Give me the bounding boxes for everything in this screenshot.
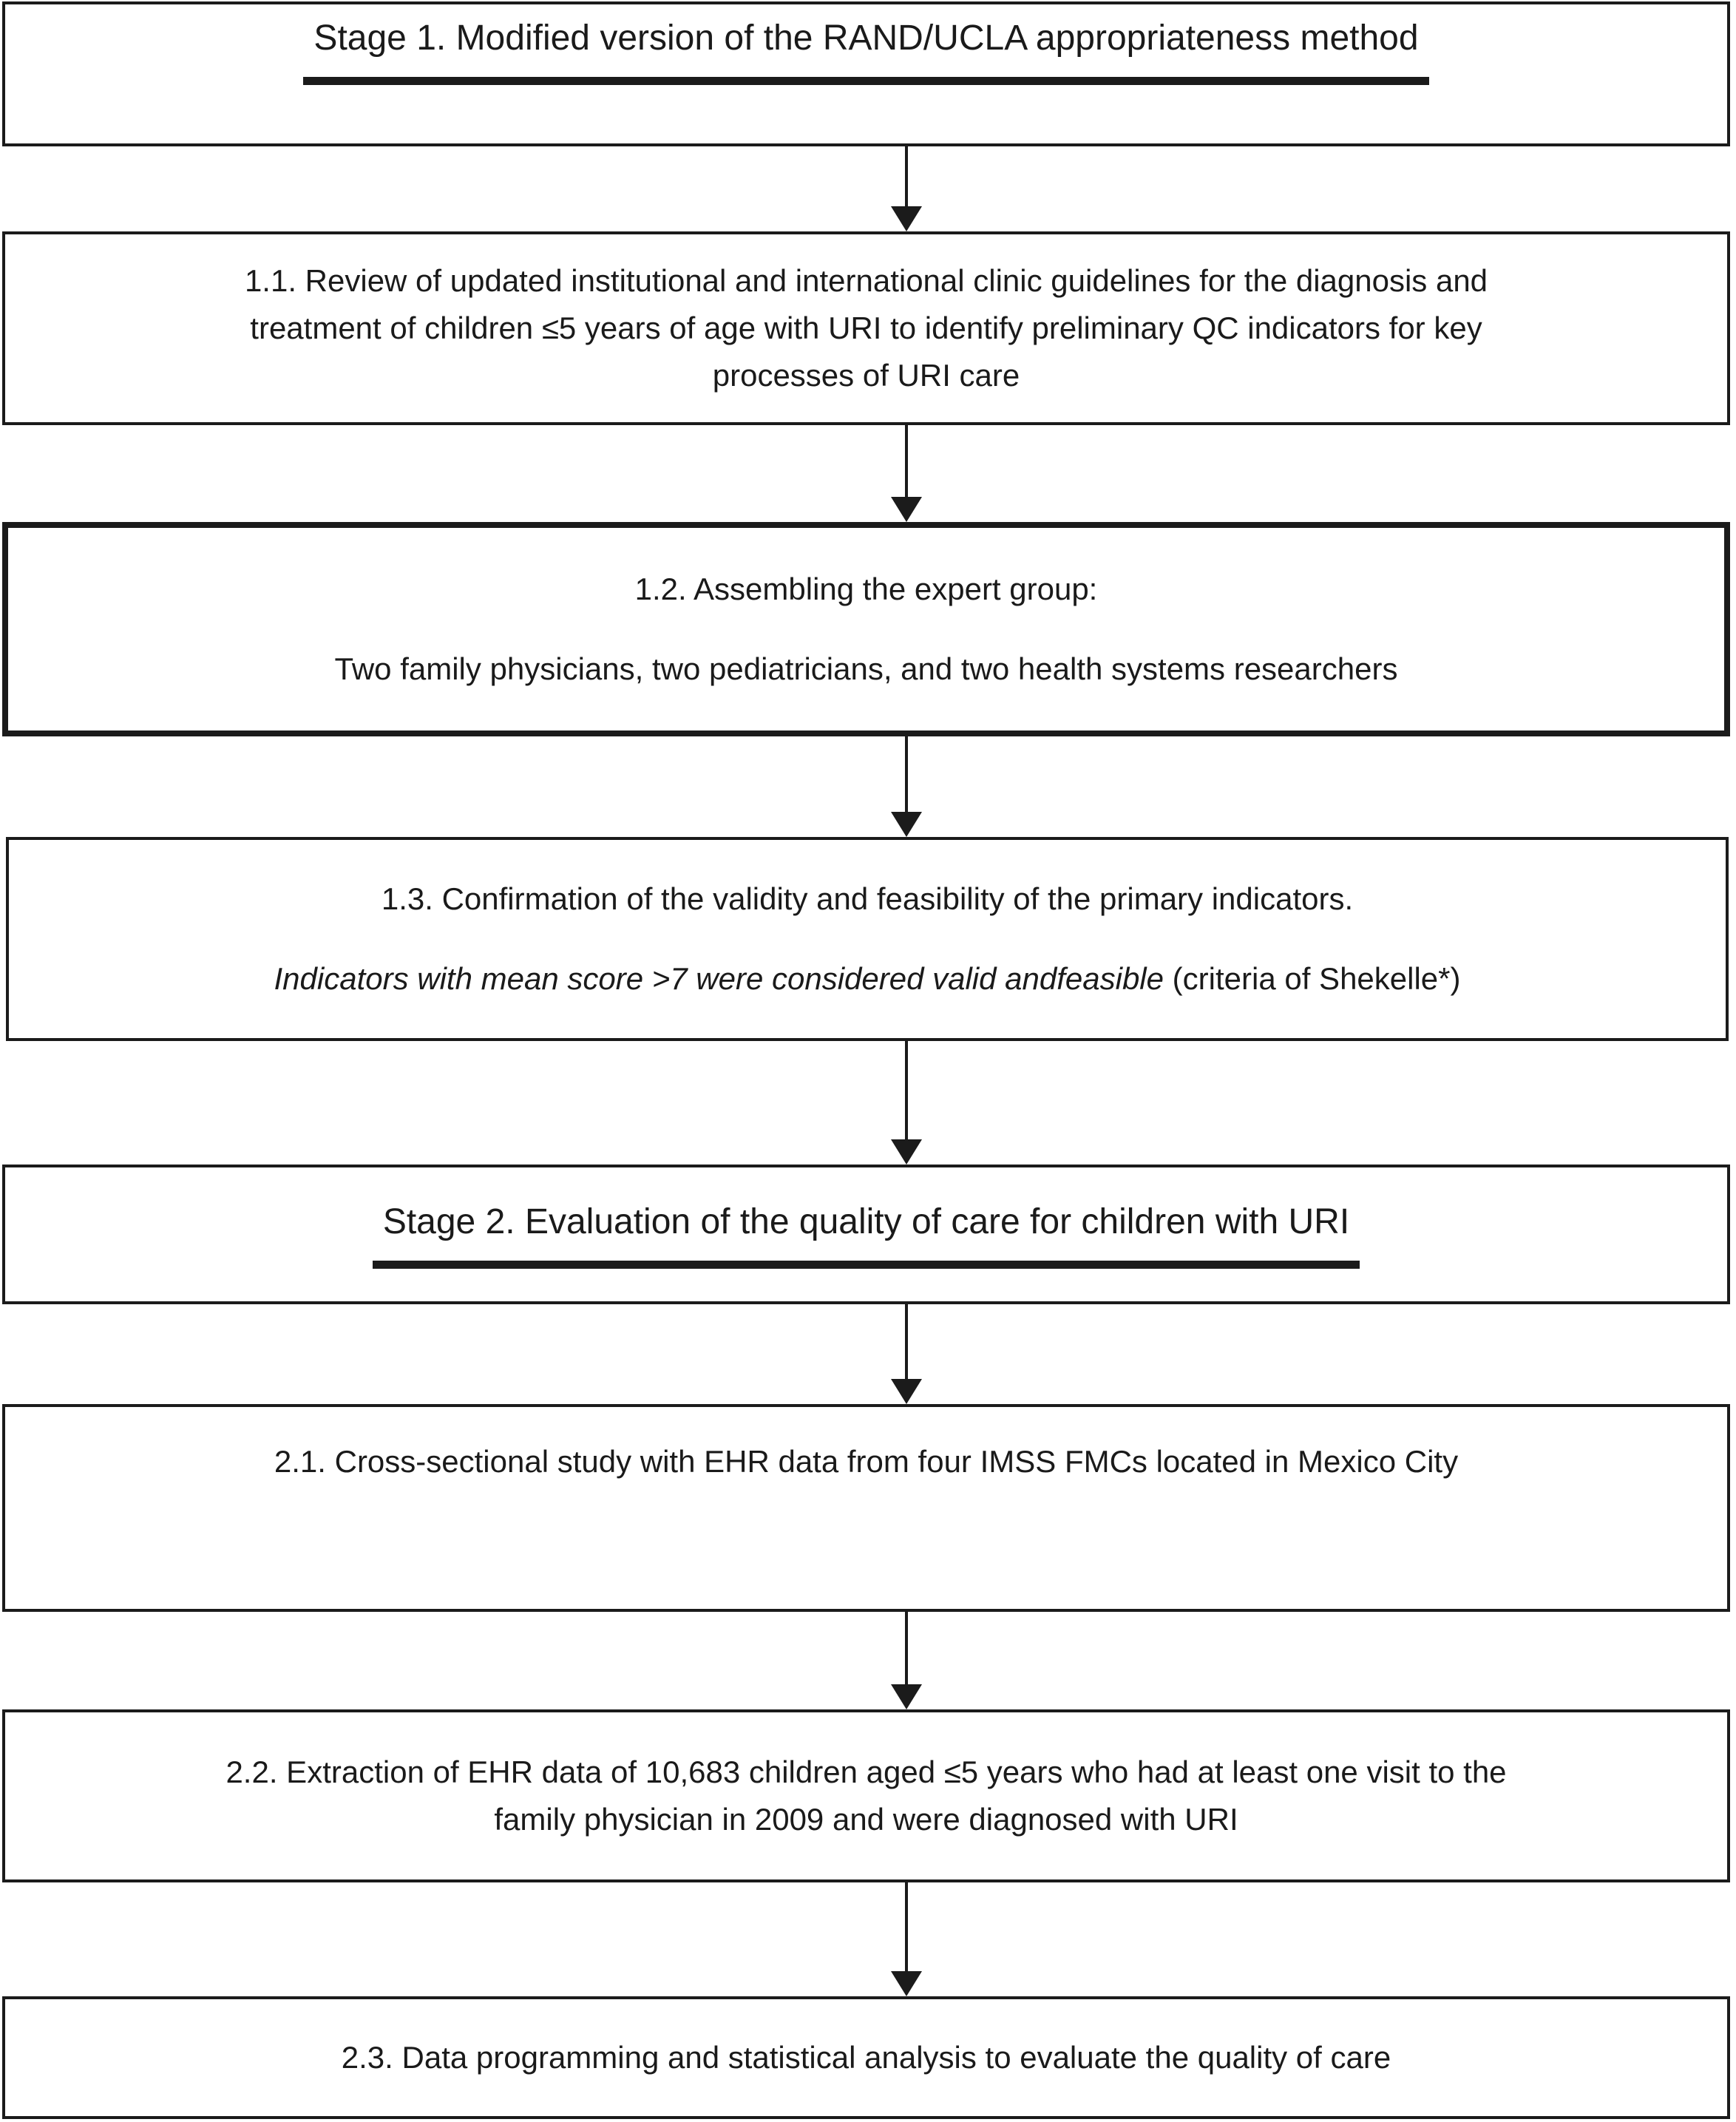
step-1-3-detail: Indicators with mean score >7 were consi…	[274, 958, 1461, 1000]
step-1-1-box: 1.1. Review of updated institutional and…	[2, 231, 1730, 425]
flow-arrow-icon	[890, 146, 923, 231]
step-2-2-line-1: 2.2. Extraction of EHR data of 10,683 ch…	[226, 1755, 1507, 1789]
arrow-shaft	[905, 425, 908, 498]
arrow-shaft	[905, 1612, 908, 1686]
step-1-1-line-1: 1.1. Review of updated institutional and…	[244, 263, 1488, 298]
step-1-3-heading: 1.3. Confirmation of the validity and fe…	[381, 881, 1354, 916]
stage2-title: Stage 2. Evaluation of the quality of ca…	[372, 1200, 1360, 1269]
arrow-shaft	[905, 1041, 908, 1141]
arrow-shaft	[905, 1882, 908, 1973]
flow-arrow-icon	[890, 1041, 923, 1165]
flow-arrow-icon	[890, 425, 923, 522]
step-2-3-line: 2.3. Data programming and statistical an…	[341, 2040, 1391, 2075]
step-1-3-box: 1.3. Confirmation of the validity and fe…	[6, 837, 1729, 1041]
flow-arrow-icon	[890, 1304, 923, 1404]
stage1-header-box: Stage 1. Modified version of the RAND/UC…	[2, 1, 1730, 146]
flow-arrow-icon	[890, 736, 923, 837]
step-2-1-line: 2.1. Cross-sectional study with EHR data…	[274, 1444, 1459, 1479]
arrow-shaft	[905, 736, 908, 813]
step-1-2-detail: Two family physicians, two pediatricians…	[334, 651, 1398, 686]
arrow-shaft	[905, 1304, 908, 1380]
flow-arrow-icon	[890, 1882, 923, 1996]
step-2-1-box: 2.1. Cross-sectional study with EHR data…	[2, 1404, 1730, 1612]
flow-arrow-icon	[890, 1612, 923, 1709]
step-1-1-line-3: processes of URI care	[712, 358, 1020, 393]
arrow-head	[891, 1379, 922, 1404]
step-1-2-box: 1.2. Assembling the expert group: Two fa…	[2, 522, 1730, 736]
step-2-3-box: 2.3. Data programming and statistical an…	[2, 1996, 1730, 2119]
arrow-shaft	[905, 146, 908, 208]
step-1-2-heading: 1.2. Assembling the expert group:	[634, 572, 1098, 606]
step-2-2-box: 2.2. Extraction of EHR data of 10,683 ch…	[2, 1709, 1730, 1882]
step-1-3-detail-roman: (criteria of Shekelle*)	[1164, 961, 1461, 996]
step-2-2-line-2: family physician in 2009 and were diagno…	[494, 1802, 1238, 1837]
step-1-3-detail-italic: Indicators with mean score >7 were consi…	[274, 961, 1164, 996]
arrow-head	[891, 1971, 922, 1996]
arrow-head	[891, 1684, 922, 1709]
arrow-head	[891, 497, 922, 522]
arrow-head	[891, 812, 922, 837]
step-1-1-line-2: treatment of children ≤5 years of age wi…	[250, 311, 1482, 345]
arrow-head	[891, 206, 922, 231]
stage1-title: Stage 1. Modified version of the RAND/UC…	[303, 16, 1429, 85]
stage2-header-box: Stage 2. Evaluation of the quality of ca…	[2, 1165, 1730, 1304]
arrow-head	[891, 1139, 922, 1165]
